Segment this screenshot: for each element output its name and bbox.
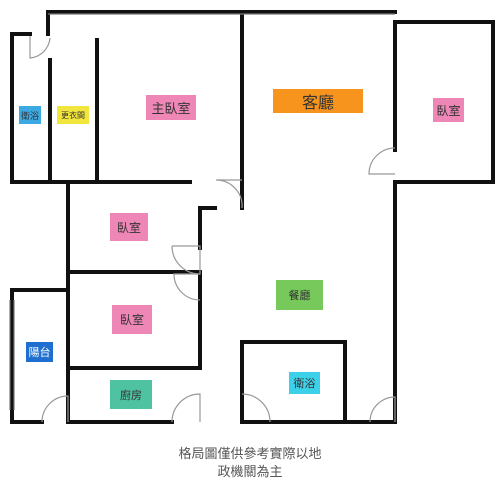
door-swing <box>41 395 69 423</box>
room-label-closet: 更衣間 <box>57 106 89 124</box>
door-swing <box>173 273 201 301</box>
room-label-balcony: 陽台 <box>26 342 53 362</box>
door-swing <box>29 36 51 59</box>
disclaimer-line-2: 政機關為主 <box>217 465 283 480</box>
wall <box>393 20 495 184</box>
room-label-kitchen: 廚房 <box>110 380 152 409</box>
door-swing <box>171 245 201 275</box>
door-swing <box>368 147 396 175</box>
room-label-bedroom-right: 臥室 <box>433 98 464 122</box>
door-swing <box>171 393 201 423</box>
room-label-bath-small: 衛浴 <box>19 106 41 124</box>
room-label-bath-main: 衛浴 <box>289 372 320 394</box>
room-label-bedroom-mid2: 臥室 <box>112 305 152 334</box>
door-swing <box>241 393 271 423</box>
room-label-master-bedroom: 主臥室 <box>146 95 196 120</box>
disclaimer-line-1: 格局圖僅供參考實際以地 <box>178 447 322 462</box>
room-label-dining: 餐廳 <box>276 280 323 310</box>
door-swing <box>215 179 243 209</box>
door-swing <box>369 396 396 423</box>
room-label-bedroom-mid1: 臥室 <box>110 213 148 241</box>
room-label-living-room: 客廳 <box>273 89 363 113</box>
